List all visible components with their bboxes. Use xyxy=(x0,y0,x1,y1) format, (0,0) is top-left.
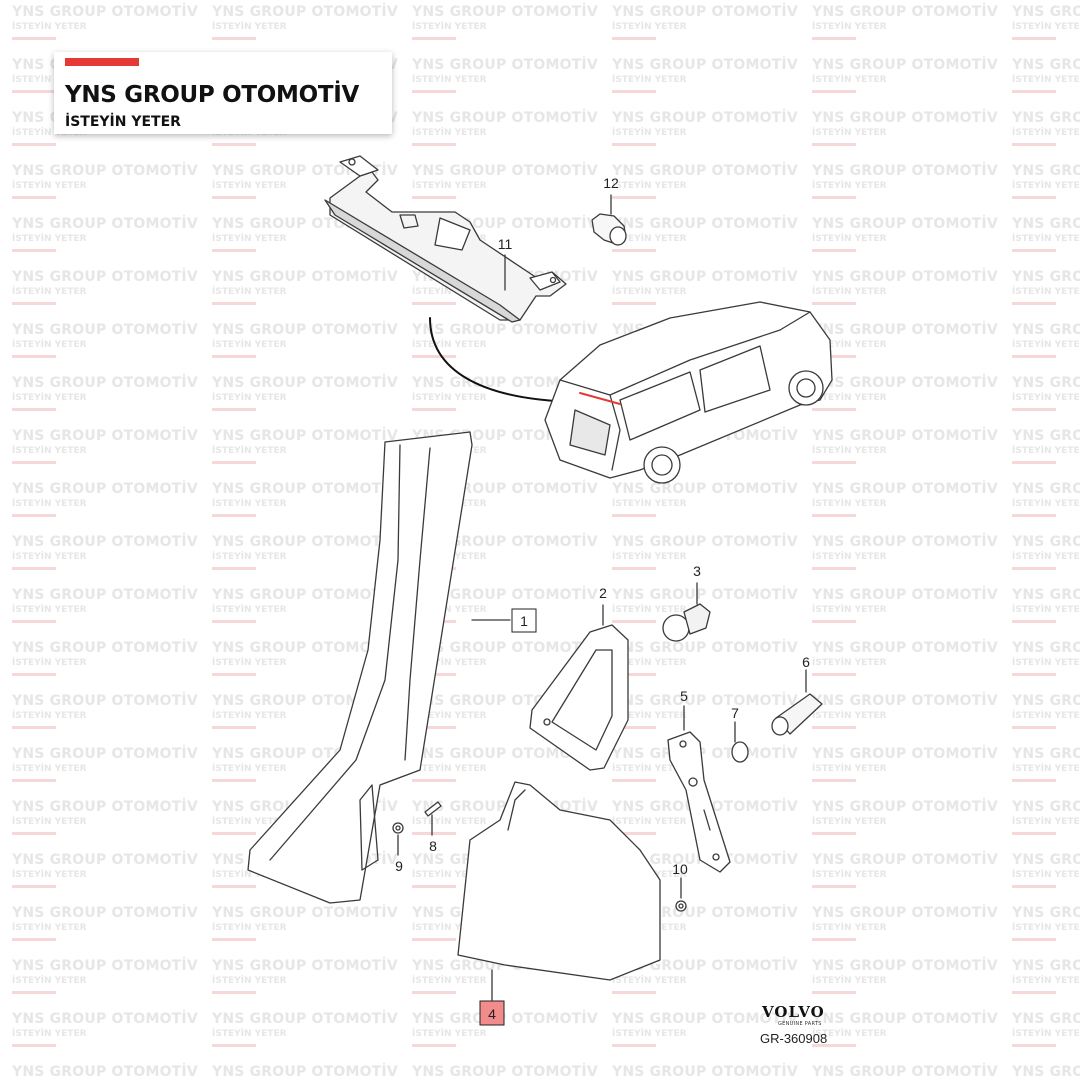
car-outline xyxy=(544,301,833,484)
brand-subtitle: İSTEYİN YETER xyxy=(65,114,181,130)
callout-7: 7 xyxy=(731,705,739,721)
callout-6: 6 xyxy=(802,654,810,670)
brand-accent-bar xyxy=(65,58,139,66)
callout-12: 12 xyxy=(603,175,619,191)
part-5-bracket xyxy=(667,705,731,873)
part-6-socket xyxy=(771,669,823,736)
genuine-parts-label: GENUINE PARTS xyxy=(778,1021,822,1027)
part-2-gasket xyxy=(529,604,629,771)
brand-header: YNS GROUP OTOMOTİV İSTEYİN YETER xyxy=(54,52,392,134)
part-9-clip xyxy=(392,822,404,856)
volvo-logo: VOLVO xyxy=(762,1003,825,1021)
part-4-tail-lamp xyxy=(457,781,661,1001)
part-8-screw xyxy=(424,801,442,836)
part-1-pillar-trim xyxy=(247,431,511,904)
part-11-brake-light xyxy=(324,155,567,323)
callout-1: 1 xyxy=(520,613,528,629)
callout-11: 11 xyxy=(498,236,513,252)
callout-10: 10 xyxy=(672,861,688,877)
brand-title: YNS GROUP OTOMOTİV xyxy=(65,82,360,108)
part-10-nut xyxy=(675,877,687,912)
callout-8: 8 xyxy=(429,838,437,854)
part-3-bulb xyxy=(662,582,711,642)
callout-4: 4 xyxy=(488,1006,496,1022)
part-7-bulb xyxy=(731,721,749,763)
callout-2: 2 xyxy=(599,585,607,601)
part-12-holder xyxy=(591,194,627,246)
callout-3: 3 xyxy=(693,563,701,579)
callout-9: 9 xyxy=(395,858,403,874)
callout-5: 5 xyxy=(680,688,688,704)
diagram-reference: GR-360908 xyxy=(760,1031,828,1046)
